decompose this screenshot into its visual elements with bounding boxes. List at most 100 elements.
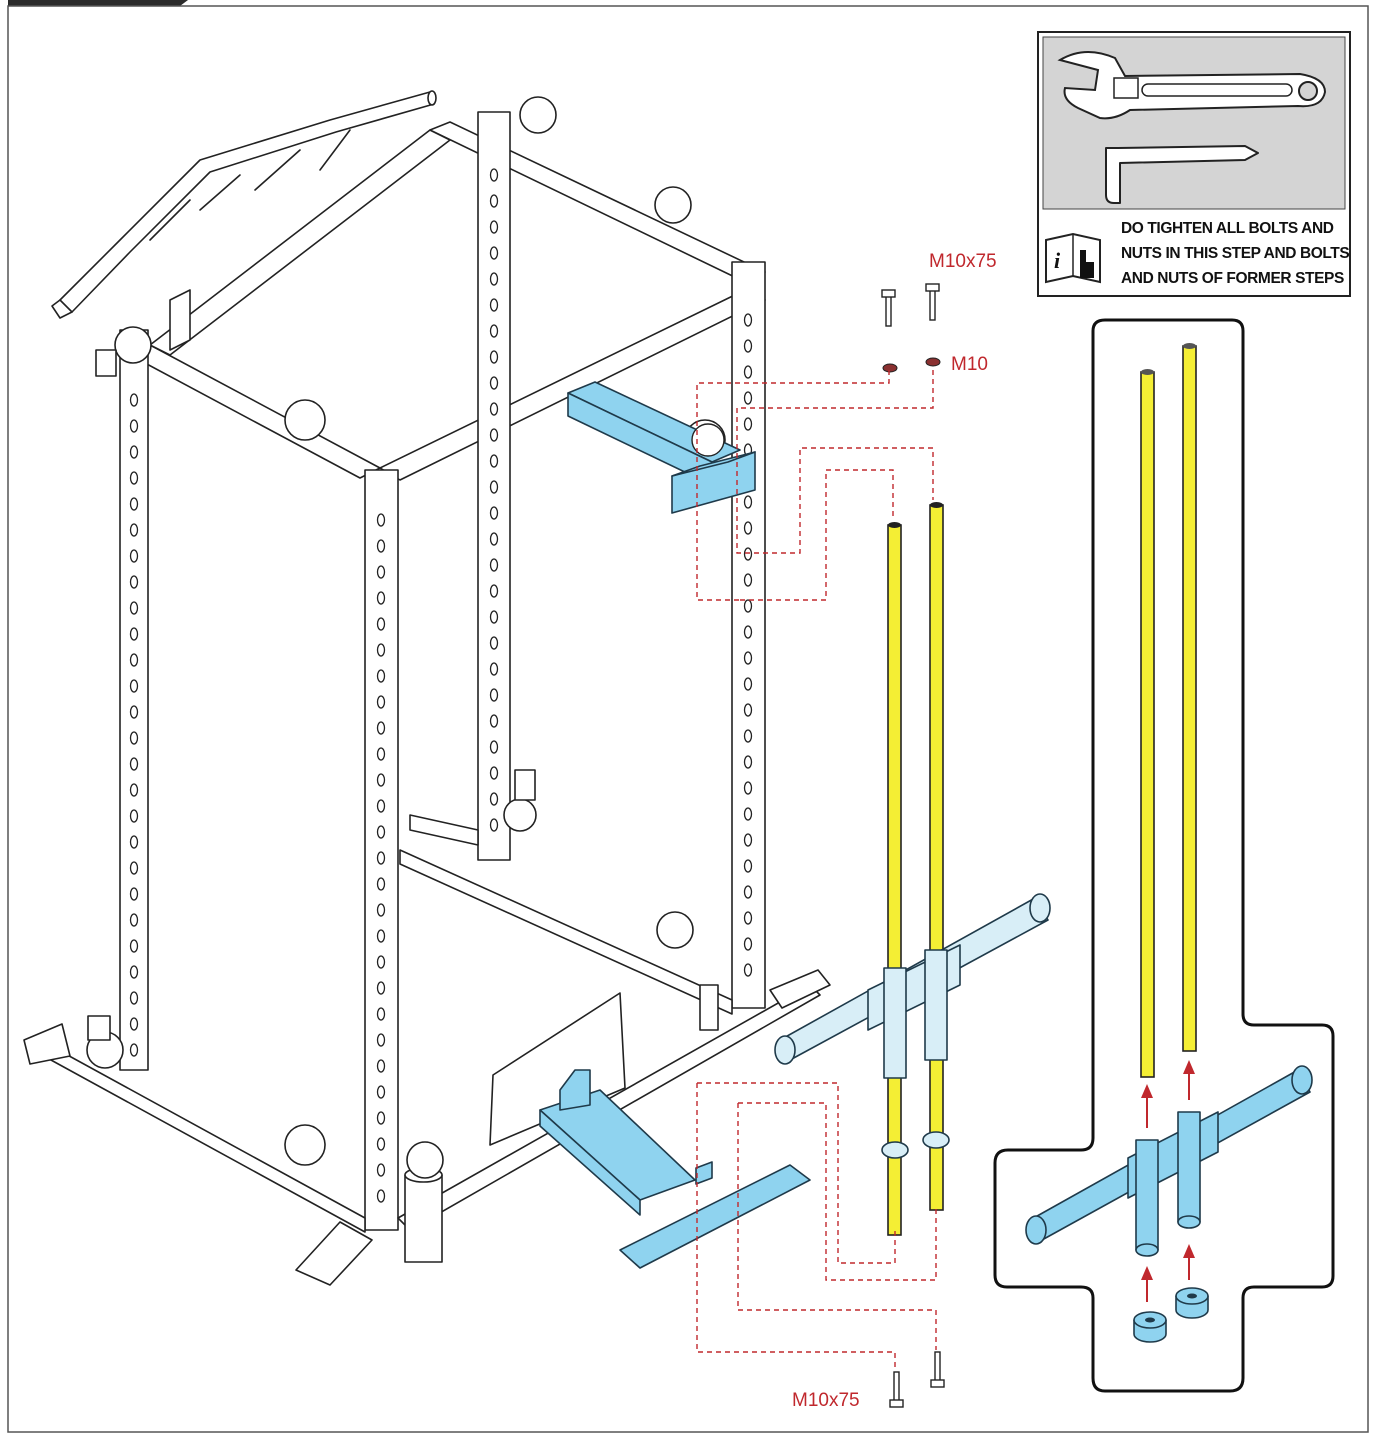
- upright-hole: [376, 1007, 386, 1021]
- upright-hole: [376, 695, 386, 709]
- upright-hole: [129, 1017, 139, 1031]
- upright-hole: [489, 402, 499, 416]
- upright-hole: [489, 506, 499, 520]
- upright-hole: [743, 417, 753, 431]
- upright-hole: [376, 877, 386, 891]
- upright-hole: [129, 601, 139, 615]
- upright-hole: [489, 558, 499, 572]
- upright-hole: [743, 677, 753, 691]
- bolt-label-bottom: M10x75: [792, 1390, 860, 1411]
- upright-hole: [489, 194, 499, 208]
- upright-hole: [489, 350, 499, 364]
- top-bolts: [881, 283, 940, 327]
- upright-hole: [376, 851, 386, 865]
- upright-hole: [376, 981, 386, 995]
- adjustable-wrench-icon: [1057, 51, 1327, 120]
- upright-hole: [489, 376, 499, 390]
- bolt-label-top: M10x75: [929, 251, 997, 272]
- upright-hole: [129, 627, 139, 641]
- upright-hole: [376, 669, 386, 683]
- upright-hole: [376, 1137, 386, 1151]
- upright-hole: [743, 521, 753, 535]
- upright-hole: [743, 781, 753, 795]
- upright-hole: [489, 766, 499, 780]
- upright-hole: [376, 617, 386, 631]
- upright-hole: [129, 471, 139, 485]
- upright-hole: [129, 965, 139, 979]
- upright-hole: [129, 497, 139, 511]
- bottom-bolts: [889, 1351, 945, 1408]
- upright-hole: [743, 885, 753, 899]
- upright-hole: [743, 651, 753, 665]
- upright-hole: [489, 818, 499, 832]
- upright-hole: [743, 599, 753, 613]
- upright-hole: [376, 929, 386, 943]
- upright-hole: [129, 939, 139, 953]
- upright-hole: [129, 679, 139, 693]
- upright-hole: [489, 246, 499, 260]
- upright-hole: [376, 513, 386, 527]
- upright-hole: [376, 539, 386, 553]
- upright-hole: [376, 1189, 386, 1203]
- detail-inset: [993, 318, 1335, 1393]
- washer-label-top: M10: [951, 354, 988, 375]
- upright-hole: [743, 833, 753, 847]
- upright-hole: [743, 625, 753, 639]
- upright-hole: [129, 445, 139, 459]
- notice-line-2: NUTS IN THIS STEP AND BOLTS: [1121, 245, 1349, 262]
- upright-hole: [376, 903, 386, 917]
- upright-hole: [743, 937, 753, 951]
- upright-hole: [376, 1033, 386, 1047]
- upright-hole: [489, 688, 499, 702]
- notice-line-3: AND NUTS OF FORMER STEPS: [1121, 270, 1344, 287]
- upright-hole: [489, 662, 499, 676]
- upright-hole: [743, 313, 753, 327]
- upright-hole: [129, 575, 139, 589]
- upright-hole: [129, 835, 139, 849]
- upright-hole: [489, 792, 499, 806]
- inset-arrows-bottom: [1141, 1244, 1195, 1302]
- notice-line-1: DO TIGHTEN ALL BOLTS AND: [1121, 220, 1334, 237]
- inset-arrows-top: [1141, 1060, 1195, 1128]
- upright-hole: [489, 220, 499, 234]
- upright-hole: [376, 1111, 386, 1125]
- upright-hole: [743, 729, 753, 743]
- upright-hole: [129, 523, 139, 537]
- upright-hole: [129, 393, 139, 407]
- upright-hole: [376, 1163, 386, 1177]
- upright-hole: [489, 272, 499, 286]
- upright-hole: [489, 324, 499, 338]
- upright-hole: [129, 549, 139, 563]
- upright-hole: [376, 591, 386, 605]
- upright-hole: [489, 740, 499, 754]
- front-left-upright: [364, 469, 399, 1231]
- upright-hole: [489, 428, 499, 442]
- upright-hole: [743, 573, 753, 587]
- allen-key-icon: [1105, 145, 1259, 204]
- upright-hole: [376, 721, 386, 735]
- upright-hole: [489, 584, 499, 598]
- upright-hole: [743, 807, 753, 821]
- upright-hole: [743, 755, 753, 769]
- upright-hole: [743, 703, 753, 717]
- upright-holes: [129, 168, 753, 1203]
- info-manual-icon: i: [1045, 232, 1101, 284]
- upright-hole: [743, 963, 753, 977]
- upright-hole: [129, 731, 139, 745]
- upright-hole: [743, 859, 753, 873]
- upright-hole: [743, 495, 753, 509]
- svg-text:i: i: [1054, 248, 1061, 273]
- upright-hole: [489, 298, 499, 312]
- inset-yellow-rods: [1140, 343, 1197, 1078]
- upright-hole: [129, 419, 139, 433]
- upright-hole: [376, 643, 386, 657]
- upright-hole: [743, 547, 753, 561]
- upright-hole: [489, 532, 499, 546]
- upright-hole: [743, 911, 753, 925]
- upright-hole: [376, 955, 386, 969]
- pull-up-bar: [51, 90, 437, 319]
- upright-hole: [489, 480, 499, 494]
- upright-hole: [743, 391, 753, 405]
- upright-hole: [129, 783, 139, 797]
